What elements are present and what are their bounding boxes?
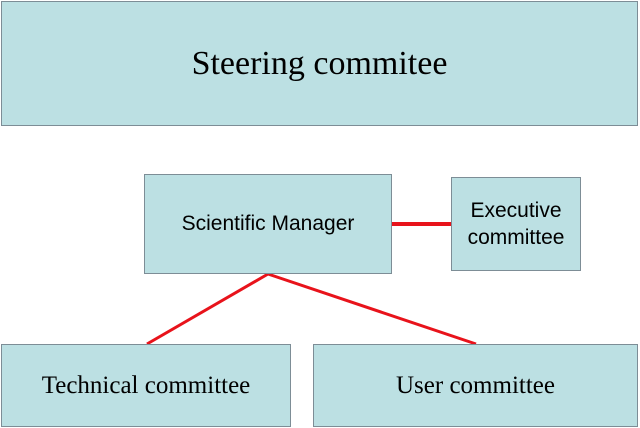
scientific-manager-box: Scientific Manager	[144, 174, 392, 274]
scientific-manager-label: Scientific Manager	[181, 212, 355, 235]
executive-committee-box: Executive committee	[451, 177, 581, 271]
executive-committee-label: Executive committee	[467, 198, 565, 249]
connector-manager-to-technical	[146, 272, 269, 346]
connector-manager-to-user	[267, 272, 477, 346]
user-committee-label: User committee	[396, 371, 555, 399]
technical-committee-label: Technical committee	[41, 371, 251, 399]
steering-committee-label: Steering commitee	[191, 44, 448, 82]
steering-committee-box: Steering commitee	[1, 1, 638, 126]
technical-committee-box: Technical committee	[1, 344, 291, 427]
user-committee-box: User committee	[313, 344, 638, 427]
